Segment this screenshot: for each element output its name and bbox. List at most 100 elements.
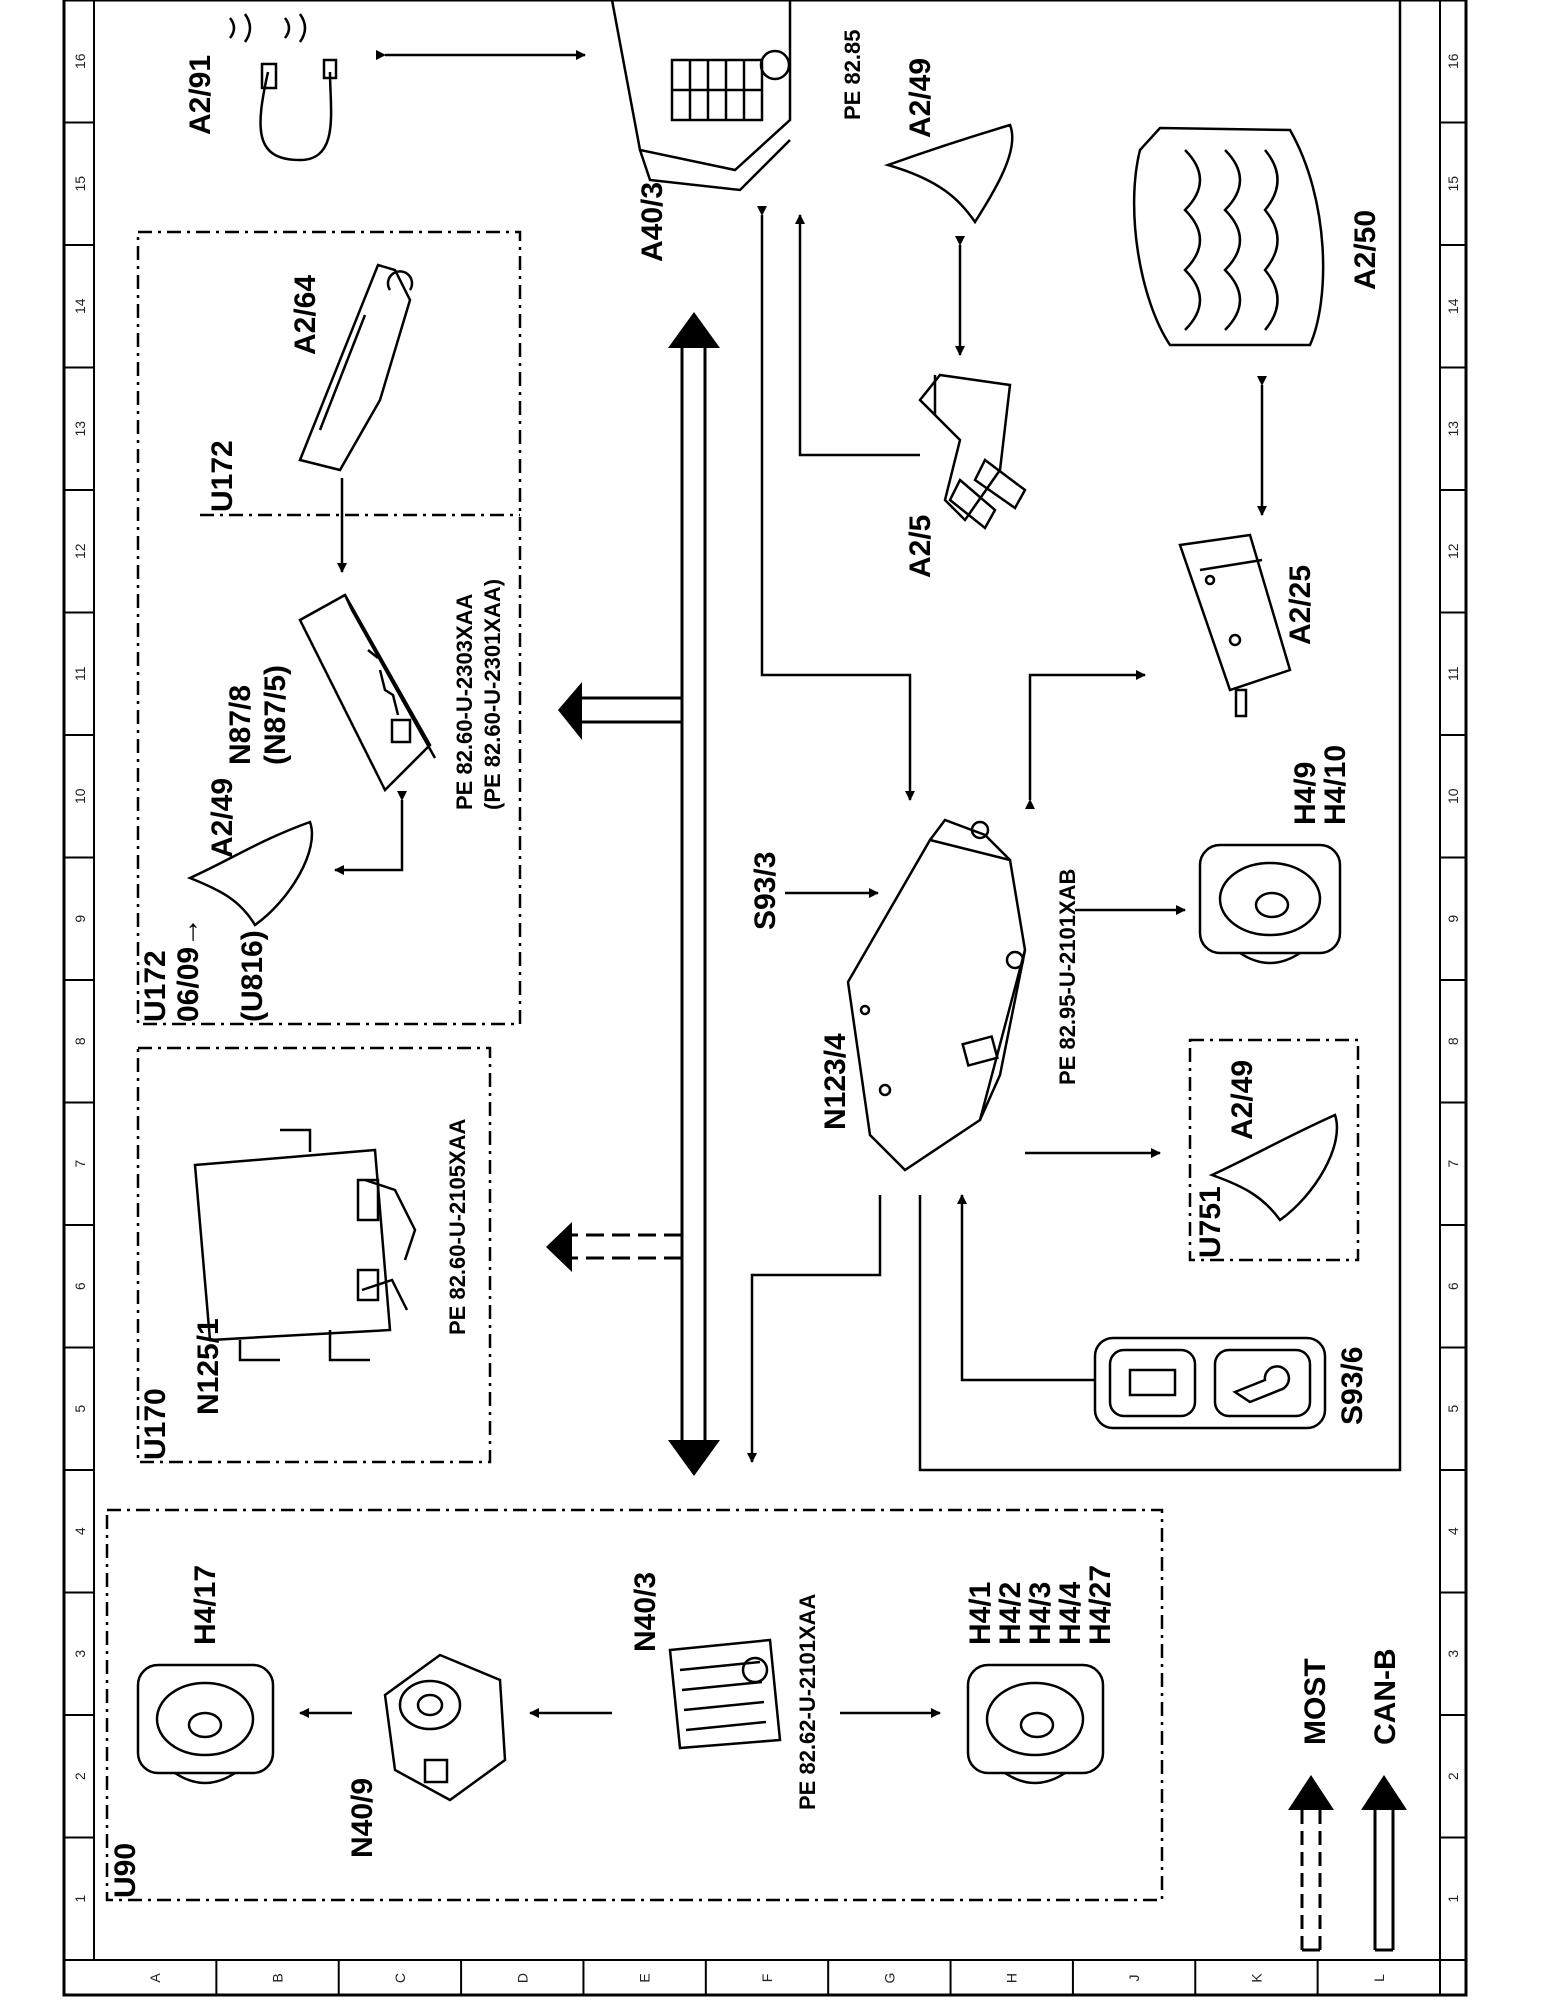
bus-arrow-left-n125 <box>546 1222 572 1272</box>
link-n878-a249 <box>334 791 407 875</box>
antenna-switch-drawing <box>918 373 1027 530</box>
head-unit-drawing <box>610 0 792 192</box>
bus-arrow-up <box>668 312 720 348</box>
receiver-module-drawing <box>298 593 437 793</box>
fm-module-drawing <box>1178 533 1292 718</box>
antenna-amplifier-drawing <box>1132 126 1325 347</box>
label-a2-50: A2/50 <box>1349 210 1382 290</box>
label-a2-25: A2/25 <box>1284 565 1317 645</box>
label-s93-6: S93/6 <box>1336 1347 1369 1425</box>
bus-arrowheads <box>546 312 720 1476</box>
label-a40-3-ref: PE 82.85 <box>840 29 865 120</box>
link-n1234-down <box>747 1195 882 1463</box>
zone-boxes <box>105 230 1360 1902</box>
label-a40-3: A40/3 <box>636 182 669 262</box>
telephone-module-drawing <box>193 1128 417 1362</box>
label-h4-1: H4/1 <box>964 1582 997 1645</box>
legend-arrows <box>1288 1775 1407 1952</box>
amplifier-drawing <box>668 1638 782 1750</box>
grid-column-label: 12 <box>72 543 88 559</box>
label-n87-8: N87/8 <box>224 685 257 765</box>
grid-column-label: 13 <box>1445 421 1461 437</box>
grid-column-label: 8 <box>1445 1037 1461 1045</box>
legend-can-b-label: CAN-B <box>1369 1648 1402 1745</box>
grid-column-label: 9 <box>1445 915 1461 923</box>
shark-fin-drawing-u751 <box>1208 1113 1339 1222</box>
zone-label-u172-top: U172 <box>206 440 239 512</box>
zone-label-u90: U90 <box>109 1843 142 1898</box>
grid-column-label: 15 <box>72 176 88 192</box>
component-drawings <box>136 0 1342 1802</box>
bus-lines <box>570 345 707 1440</box>
zone-label-u172-bottom: U172 <box>139 950 172 1022</box>
grid-row-label: D <box>514 1973 530 1983</box>
label-n40-9: N40/9 <box>346 1778 379 1858</box>
legend-can-b-arrow <box>1361 1775 1407 1952</box>
grid-column-label: 2 <box>1445 1772 1461 1780</box>
grid-column-label: 10 <box>1445 788 1461 804</box>
grid-row-label: E <box>637 1973 653 1982</box>
bus-arrow-left-n87 <box>558 682 582 740</box>
link-a25-a403 <box>795 214 920 457</box>
label-n125-1-ref: PE 82.60-U-2105XAA <box>445 1118 470 1335</box>
shark-fin-drawing-top <box>883 123 1014 225</box>
grid-column-label: 7 <box>1445 1160 1461 1168</box>
label-n125-1: N125/1 <box>192 1318 225 1415</box>
link-u751-return <box>918 0 1402 1472</box>
grid-column-label: 11 <box>72 666 88 681</box>
zone-label-u172-date: 06/09→ <box>172 917 205 1022</box>
grid-column-label: 1 <box>72 1895 88 1903</box>
grid-column-label: 4 <box>1445 1527 1461 1535</box>
label-n87-5-ref: (PE 82.60-U-2301XAA) <box>480 579 505 810</box>
label-h4-2: H4/2 <box>994 1582 1027 1645</box>
label-a2-5: A2/5 <box>904 515 937 578</box>
label-a2-91: A2/91 <box>184 55 217 135</box>
label-n123-4: N123/4 <box>819 1033 852 1130</box>
grid-row-label: A <box>147 1973 163 1983</box>
grid-column-label: 13 <box>72 421 88 437</box>
label-n87-8-ref: PE 82.60-U-2303XAA <box>452 593 477 810</box>
link-s936-n1234 <box>957 1194 1095 1382</box>
label-a2-49-u172: A2/49 <box>206 778 239 858</box>
labels: A2/91 A40/3 PE 82.85 A2/49 A2/50 A2/64 A… <box>109 29 1402 1898</box>
grid-column-label: 6 <box>72 1282 88 1290</box>
label-n40-3: N40/3 <box>629 1572 662 1652</box>
bus-arrow-down <box>668 1440 720 1476</box>
zone-label-u751: U751 <box>1194 1186 1227 1258</box>
grid-row-label: B <box>270 1973 286 1982</box>
grid-column-label: 14 <box>72 298 88 314</box>
zone-label-u816: (U816) <box>236 930 269 1022</box>
antenna-cable-drawing <box>228 13 338 162</box>
label-s93-3: S93/3 <box>749 852 782 930</box>
grid-row-label: K <box>1248 1973 1264 1983</box>
signal-lines <box>299 0 1402 1718</box>
label-h4-4: H4/4 <box>1054 1581 1087 1645</box>
label-h4-17: H4/17 <box>189 1565 222 1645</box>
label-n40-3-ref: PE 82.62-U-2101XAA <box>795 1593 820 1810</box>
grid-column-label: 3 <box>1445 1650 1461 1658</box>
grid-column-label: 5 <box>72 1405 88 1413</box>
grid-row-label: L <box>1371 1974 1387 1982</box>
label-a2-49-u751: A2/49 <box>1226 1060 1259 1140</box>
shark-fin-drawing-u172 <box>186 820 314 927</box>
control-unit-drawing <box>846 818 1027 1172</box>
label-a2-64: A2/64 <box>289 275 322 355</box>
legend-most-label: MOST <box>1299 1658 1332 1745</box>
label-h4-10: H4/10 <box>1319 745 1352 825</box>
grid-column-label: 11 <box>1445 666 1461 681</box>
grid-column-label: 1 <box>1445 1895 1461 1903</box>
speaker-drawing-h49 <box>1198 843 1342 965</box>
grid-column-label: 8 <box>72 1037 88 1045</box>
grid-row-label: G <box>881 1973 897 1984</box>
grid-column-label: 4 <box>72 1527 88 1535</box>
grid-column-label: 2 <box>72 1772 88 1780</box>
legend-most-arrow <box>1288 1775 1334 1952</box>
label-n87-5: (N87/5) <box>259 665 292 765</box>
grid-column-label: 3 <box>72 1650 88 1658</box>
link-n1234-a225 <box>1025 670 1146 809</box>
grid-column-label: 15 <box>1445 176 1461 192</box>
grid-column-label: 6 <box>1445 1282 1461 1290</box>
